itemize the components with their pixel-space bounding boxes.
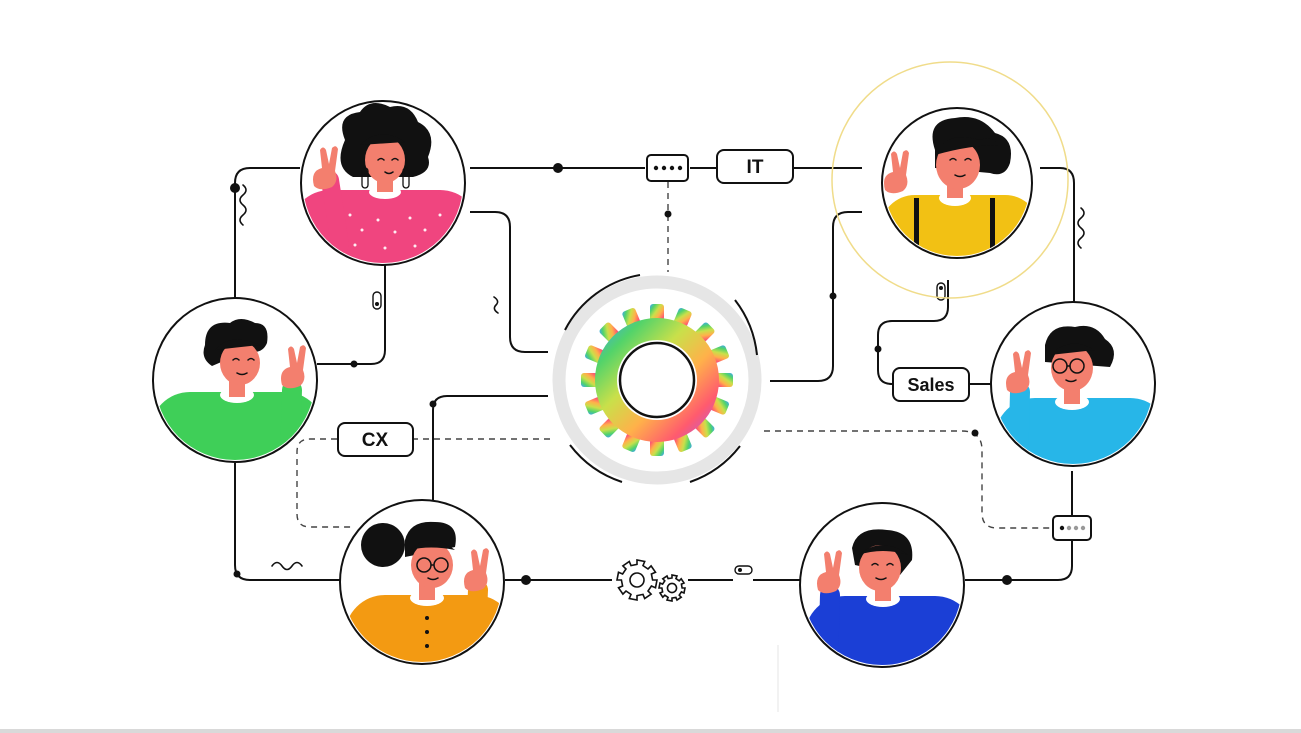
gear-hole [629,572,645,588]
peace-hand-icon [464,548,489,592]
sales-label: Sales [907,375,954,395]
avatar-yellow-man[interactable] [880,107,1040,275]
line-orange-up [432,395,548,500]
hub-accent-arc [734,299,758,356]
central-hub [552,274,762,485]
junction-dot [664,210,672,218]
junction-dot [230,183,240,193]
peace-hand-icon [817,550,842,594]
avatar-orange-woman[interactable] [339,499,515,685]
avatar-green-man[interactable] [150,297,325,482]
toggle-switch-icon [372,291,382,310]
line-yellow-sales [877,280,949,385]
junction-dots [230,163,1012,585]
squiggle-bottom [271,561,303,571]
junction-dot [429,400,437,408]
it-label: IT [747,157,764,178]
line-pink-left [234,167,300,300]
junction-dot [829,292,837,300]
cx-label: CX [362,430,389,451]
sales-tag: Sales [892,367,970,402]
peace-hand-icon [884,150,909,194]
peace-hand-icon [281,345,306,389]
junction-dot [874,345,882,353]
dash-cx [296,438,550,528]
squiggles [239,184,1085,571]
bottom-border [0,729,1301,733]
junction-dot [971,429,979,437]
line-green-down [234,463,340,581]
avatar-blue-man[interactable] [799,502,975,686]
highlight-ring [831,61,1069,299]
peace-hand-icon [313,146,338,190]
junction-dot [1002,575,1012,585]
avatar-pink-woman[interactable] [290,100,480,280]
hub-accent-arc [569,444,623,483]
toggle-switch-icon [734,565,753,575]
hub-accent-arc [689,445,741,483]
squiggle-left [239,184,247,226]
line-yellow-right [1040,167,1075,305]
line-pink-down [317,262,386,365]
dots-icon [646,154,689,182]
junction-dot [553,163,563,173]
gear-hole [666,582,678,594]
toggle-switch-icon [936,282,946,301]
dots-icon [1052,515,1092,541]
junction-dot [233,570,241,578]
peace-hand-icon [1006,350,1031,394]
cx-tag: CX [337,422,414,457]
junction-dot [350,360,358,368]
squiggle-mid [493,296,499,314]
dash-right [764,430,1053,529]
gears-icon [616,559,686,602]
line-blue-right [965,471,1073,581]
junction-dot [521,575,531,585]
it-tag: IT [716,149,794,184]
squiggle-right [1077,207,1085,249]
line-pink-center [470,211,548,353]
rainbow-gear-icon [581,304,733,456]
avatar-cyan-man[interactable] [990,301,1170,488]
connectors [234,167,1075,581]
dashed-connectors [296,182,1053,529]
hub-accent-arc [564,274,641,331]
line-yellow-center [770,211,862,382]
